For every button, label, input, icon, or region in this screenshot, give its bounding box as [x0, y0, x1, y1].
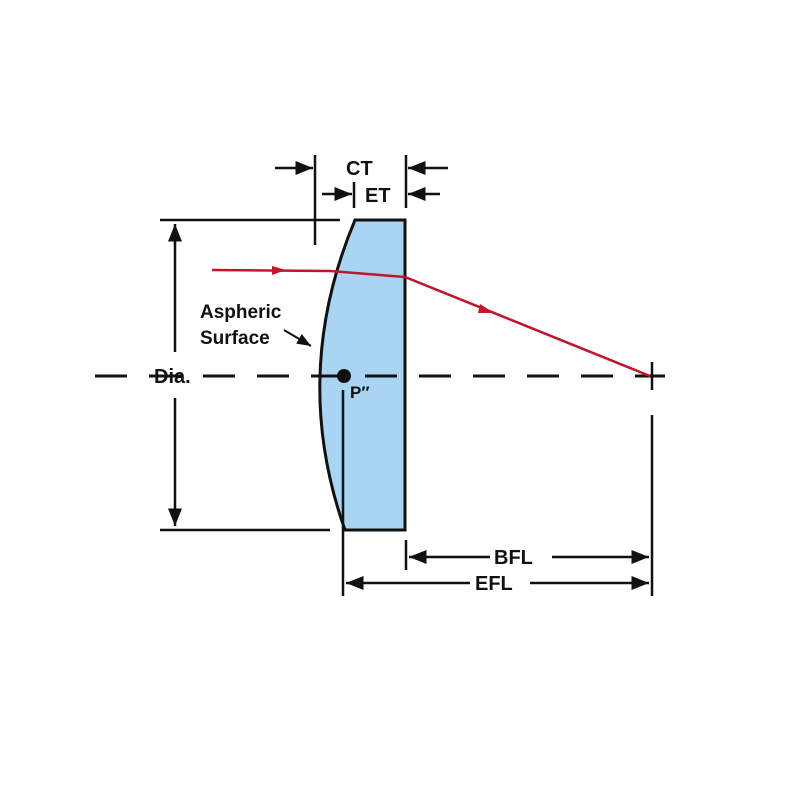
- aspheric-pointer: [283, 329, 312, 347]
- ct-label: CT: [346, 158, 373, 180]
- lens-body: [318, 218, 407, 532]
- aspheric-label-line1: Aspheric: [200, 302, 282, 323]
- light-ray: [211, 268, 651, 378]
- principal-point-label: P″: [350, 383, 369, 402]
- aspheric-label-line2: Surface: [200, 328, 270, 349]
- principal-point-dot: [337, 369, 351, 383]
- et-label: ET: [365, 185, 391, 207]
- dia-label: Dia.: [154, 366, 191, 388]
- efl-label: EFL: [475, 573, 513, 595]
- bfl-label: BFL: [494, 547, 533, 569]
- ray-arrow-icon: [478, 304, 494, 313]
- ray-arrow-icon: [272, 266, 286, 275]
